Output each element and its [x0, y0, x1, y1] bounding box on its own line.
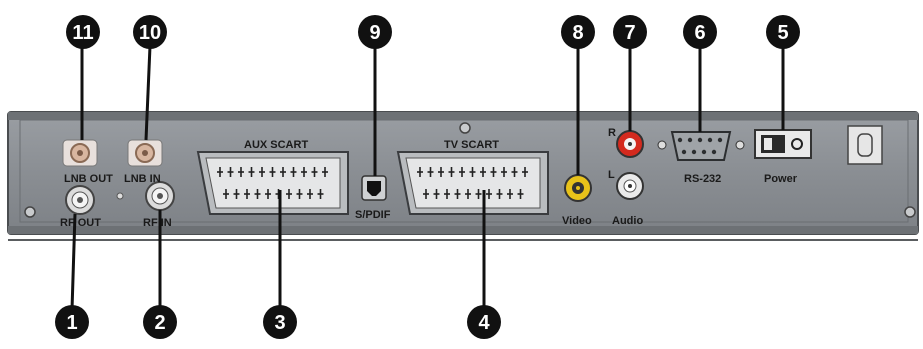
db9-pin — [697, 137, 703, 143]
tv-scart-label: TV SCART — [444, 139, 499, 151]
svg-text:7: 7 — [624, 22, 635, 44]
rf-out-connector — [65, 185, 95, 215]
rs232-label: RS-232 — [684, 173, 721, 185]
rf-in-label: RF IN — [143, 217, 172, 229]
leader-lines — [70, 45, 785, 311]
callout-7: 7 — [613, 15, 647, 49]
callout-4: 4 — [467, 305, 501, 339]
lnb-in-connector — [127, 139, 163, 167]
db9-pin — [681, 149, 687, 155]
power-label: Power — [764, 173, 798, 185]
db9-pin — [687, 137, 693, 143]
svg-text:2: 2 — [154, 312, 165, 334]
video-label: Video — [562, 215, 592, 227]
screw-right — [904, 206, 916, 218]
callout-3: 3 — [263, 305, 297, 339]
screw-top — [459, 122, 471, 134]
svg-text:1: 1 — [66, 312, 77, 334]
db9-pin — [717, 137, 723, 143]
svg-text:11: 11 — [72, 22, 93, 44]
audio-r-label: R — [608, 127, 616, 139]
svg-text:9: 9 — [369, 22, 380, 44]
callout-9: 9 — [358, 15, 392, 49]
db9-pin — [701, 149, 707, 155]
rf-in-connector — [145, 181, 175, 211]
callout-10: 10 — [133, 15, 167, 49]
callout-5: 5 — [766, 15, 800, 49]
callout-2: 2 — [143, 305, 177, 339]
audio-label: Audio — [612, 215, 643, 227]
svg-text:5: 5 — [777, 22, 788, 44]
svg-text:8: 8 — [572, 22, 583, 44]
audio-l-label: L — [608, 169, 615, 181]
fuse-holder — [847, 125, 883, 165]
spdif-connector — [361, 175, 387, 201]
callout-8: 8 — [561, 15, 595, 49]
audio-r-rca-connector — [616, 130, 644, 158]
svg-text:6: 6 — [694, 22, 705, 44]
screw-left — [24, 206, 36, 218]
rf-out-label: RF OUT — [60, 217, 101, 229]
video-rca-connector — [564, 174, 592, 202]
db9-pin — [711, 149, 717, 155]
spdif-label: S/PDIF — [355, 209, 391, 221]
tv-scart-connector — [396, 151, 549, 215]
db9-pin — [677, 137, 683, 143]
callout-1: 1 — [55, 305, 89, 339]
aux-scart-label: AUX SCART — [244, 139, 308, 151]
rs232-connector — [657, 131, 745, 161]
callout-6: 6 — [683, 15, 717, 49]
svg-text:4: 4 — [478, 312, 490, 334]
screw-mid — [116, 192, 124, 200]
audio-l-rca-connector — [616, 172, 644, 200]
db9-pin — [691, 149, 697, 155]
aux-scart-connector — [196, 151, 349, 215]
callout-11: 11 — [66, 15, 100, 49]
lnb-out-connector — [62, 139, 98, 167]
svg-text:10: 10 — [139, 22, 161, 44]
lnb-out-label: LNB OUT — [64, 173, 113, 185]
lnb-in-label: LNB IN — [124, 173, 161, 185]
db9-pin — [707, 137, 713, 143]
power-switch — [754, 129, 812, 159]
svg-text:3: 3 — [274, 312, 285, 334]
